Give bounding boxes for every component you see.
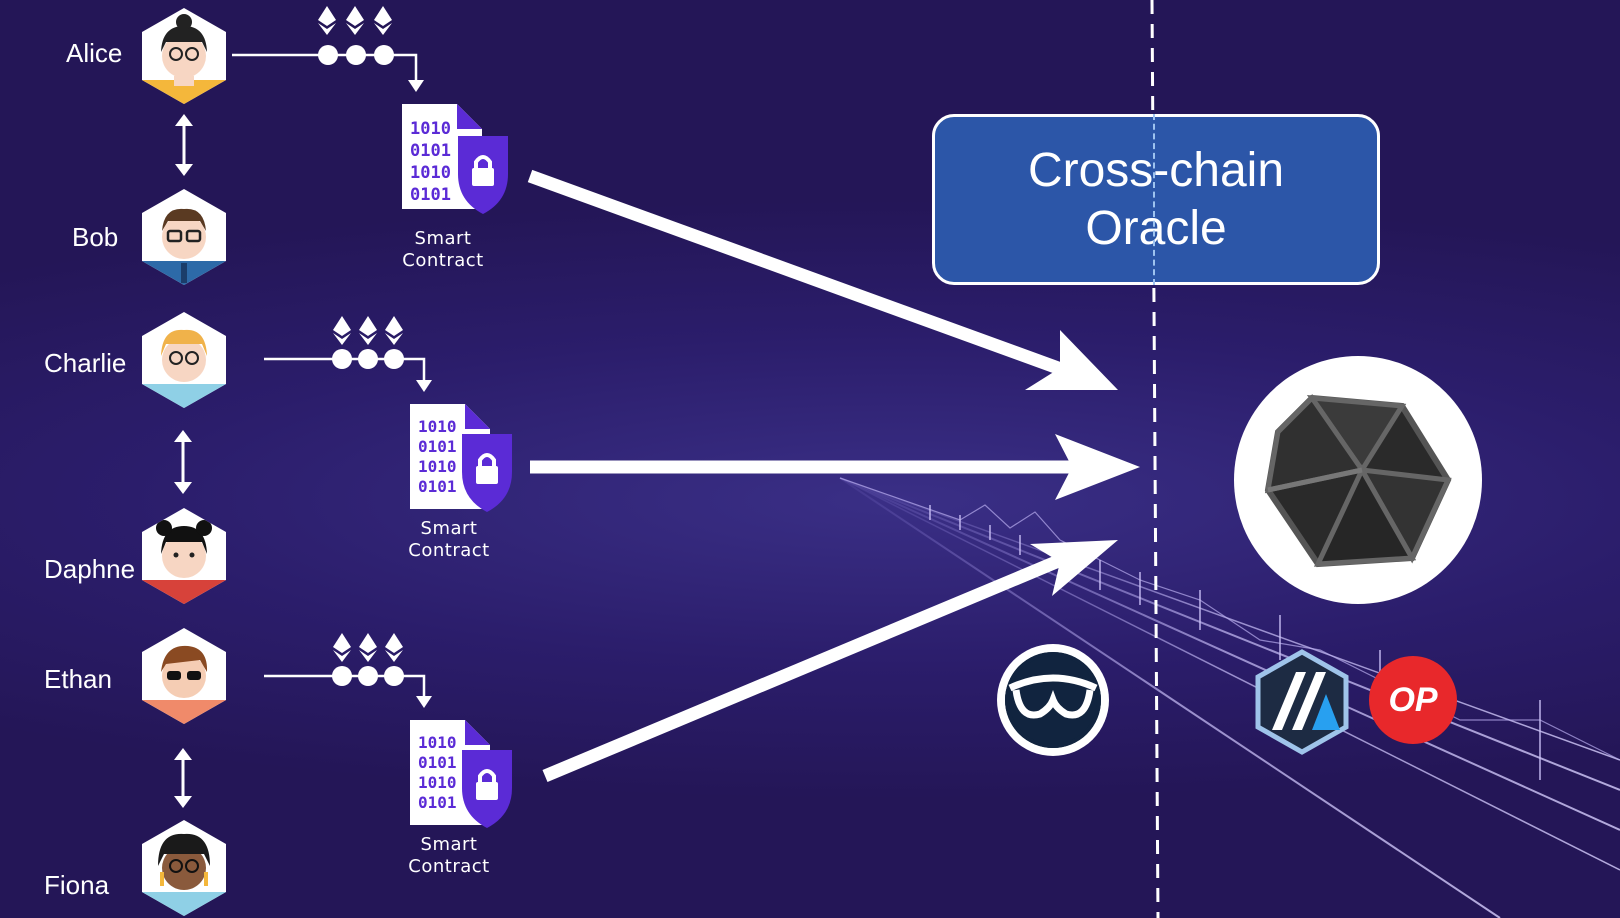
- avatar-charlie: [142, 312, 226, 408]
- arrow-contract3-to-oracle: [542, 540, 1118, 782]
- ethereum-icon: [333, 316, 351, 345]
- ethereum-icon: [346, 6, 364, 35]
- payment-channel-2: [264, 316, 432, 392]
- svg-text:0101: 0101: [410, 185, 451, 205]
- svg-text:0101: 0101: [410, 141, 451, 161]
- cross-chain-oracle-box: Cross-chain Oracle: [932, 114, 1380, 285]
- person-name-ethan: Ethan: [44, 664, 112, 694]
- svg-text:1010: 1010: [418, 417, 457, 436]
- smart-contract-3: 1010 0101 1010 0101: [410, 720, 514, 830]
- ethereum-icon: [359, 633, 377, 662]
- ethereum-icon: [318, 6, 336, 35]
- svg-text:1010: 1010: [410, 163, 451, 183]
- ethereum-icon: [385, 633, 403, 662]
- optimism-icon: OP: [1369, 656, 1457, 744]
- svg-text:0101: 0101: [418, 753, 457, 772]
- optimism-label: OP: [1388, 680, 1438, 719]
- person-name-alice: Alice: [66, 38, 123, 68]
- oracle-title-line2: Oracle: [1085, 201, 1227, 255]
- oracle-title-line1: Cross-chain: [1027, 143, 1285, 197]
- svg-text:0101: 0101: [418, 477, 457, 496]
- person-name-charlie: Charlie: [44, 348, 127, 378]
- decorative-track: [839, 477, 1620, 918]
- polyhedron-icon: [1234, 356, 1482, 604]
- link-arrow-ethan-fiona: [174, 748, 192, 808]
- link-arrow-charlie-daphne: [174, 430, 192, 494]
- arbitrum-icon: [1255, 649, 1349, 755]
- ethereum-icon: [333, 633, 351, 662]
- arrow-contract2-to-oracle: [530, 434, 1140, 500]
- link-arrow-alice-bob: [175, 114, 193, 176]
- svg-text:1010: 1010: [418, 773, 457, 792]
- avatar-ethan: [142, 628, 226, 724]
- payment-channel-3: [264, 633, 432, 708]
- person-name-daphne: Daphne: [44, 554, 136, 584]
- ethereum-icon: [359, 316, 377, 345]
- avatar-bob: [142, 189, 226, 285]
- svg-text:1010: 1010: [418, 457, 457, 476]
- svg-text:0101: 0101: [418, 437, 457, 456]
- arrow-contract1-to-oracle: [527, 169, 1118, 390]
- gnosis-owl-icon: [997, 644, 1109, 756]
- contract-code: 1010: [410, 119, 451, 139]
- avatar-daphne: [142, 508, 226, 604]
- person-name-fiona: Fiona: [44, 870, 110, 900]
- ethereum-icon: [385, 316, 403, 345]
- divider-overlay: [1153, 114, 1155, 285]
- smart-contract-1: 1010 0101 1010 0101: [402, 104, 510, 216]
- smart-contract-2: 1010 0101 1010 0101: [410, 404, 514, 514]
- svg-text:0101: 0101: [418, 793, 457, 812]
- payment-channel-1: [232, 6, 424, 92]
- svg-text:1010: 1010: [418, 733, 457, 752]
- ethereum-icon: [374, 6, 392, 35]
- person-name-bob: Bob: [72, 222, 119, 252]
- avatar-fiona: [142, 820, 226, 916]
- avatar-alice: [142, 8, 226, 104]
